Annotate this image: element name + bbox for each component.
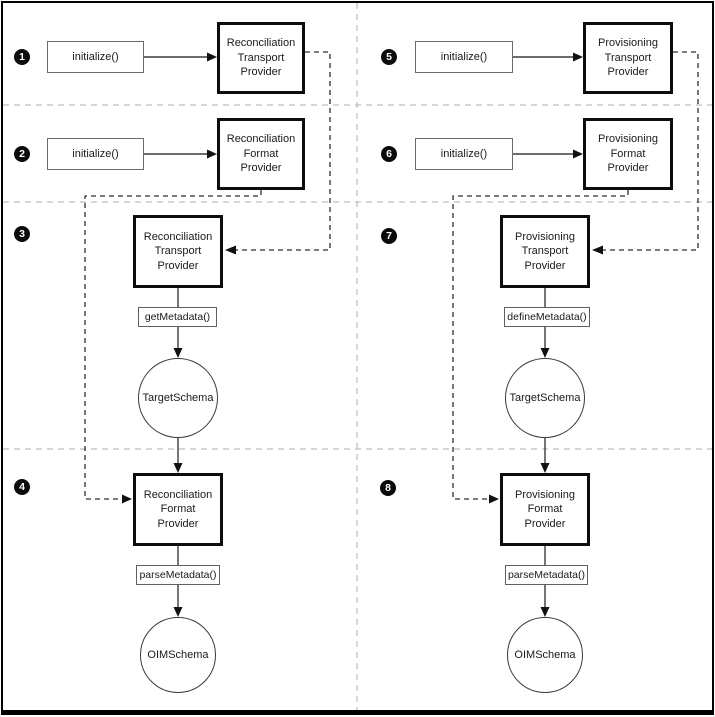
prov-transport-provider-box-step5: Provisioning Transport Provider	[583, 22, 673, 94]
targetschema-circle-left: TargetSchema	[138, 358, 218, 438]
dashed-arrow-head-prov-transport	[592, 245, 603, 255]
initialize-box-step2: initialize()	[47, 138, 144, 170]
arrow-into-targetschema-left	[173, 348, 183, 358]
recon-format-provider-box-step4: Reconciliation Format Provider	[133, 473, 223, 546]
recon-format-provider-box-step2: Reconciliation Format Provider	[217, 118, 305, 190]
dashed-prov-transport-reference	[603, 51, 699, 251]
step-badge-7: 7	[381, 228, 397, 244]
arrow-into-prov-format-head	[540, 463, 550, 473]
arrow-init2-head	[207, 149, 217, 159]
dashed-arrow-head-recon-format	[122, 494, 132, 504]
initialize-box-step5: initialize()	[415, 41, 513, 73]
definemetadata-label-box: defineMetadata()	[504, 307, 590, 327]
dashed-prov-format-reference	[452, 190, 629, 500]
recon-transport-provider-box-step1: Reconciliation Transport Provider	[217, 22, 305, 94]
recon-transport-provider-box-step3: Reconciliation Transport Provider	[133, 215, 223, 288]
prov-transport-provider-box-step7: Provisioning Transport Provider	[500, 215, 590, 288]
dashed-arrow-head-recon-transport	[225, 245, 236, 255]
arrow-into-recon-format-head	[173, 463, 183, 473]
dashed-recon-transport-reference	[236, 51, 331, 251]
step-badge-4: 4	[14, 479, 30, 495]
step-badge-1: 1	[14, 49, 30, 65]
arrow-into-oimschema-left	[173, 607, 183, 617]
step-badge-3: 3	[14, 226, 30, 242]
oimschema-circle-left: OIMSchema	[140, 617, 216, 693]
arrow-into-targetschema-right	[540, 348, 550, 358]
initialize-box-step6: initialize()	[415, 138, 513, 170]
oimschema-circle-right: OIMSchema	[507, 617, 583, 693]
dashed-arrow-head-prov-format	[489, 494, 499, 504]
step-badge-6: 6	[381, 146, 397, 162]
initialize-box-step1: initialize()	[47, 41, 144, 73]
targetschema-circle-right: TargetSchema	[505, 358, 585, 438]
step-badge-8: 8	[380, 480, 396, 496]
arrow-init5-head	[573, 52, 583, 62]
parsemetadata-label-box-left: parseMetadata()	[136, 565, 220, 585]
dashed-recon-format-reference	[84, 190, 262, 500]
step-badge-5: 5	[381, 49, 397, 65]
arrow-into-oimschema-right	[540, 607, 550, 617]
step-badge-2: 2	[14, 146, 30, 162]
parsemetadata-label-box-right: parseMetadata()	[505, 565, 588, 585]
arrow-init6-head	[573, 149, 583, 159]
prov-format-provider-box-step8: Provisioning Format Provider	[500, 473, 590, 546]
prov-format-provider-box-step6: Provisioning Format Provider	[583, 118, 673, 190]
getmetadata-label-box: getMetadata()	[138, 307, 217, 327]
arrow-init1-head	[207, 52, 217, 62]
